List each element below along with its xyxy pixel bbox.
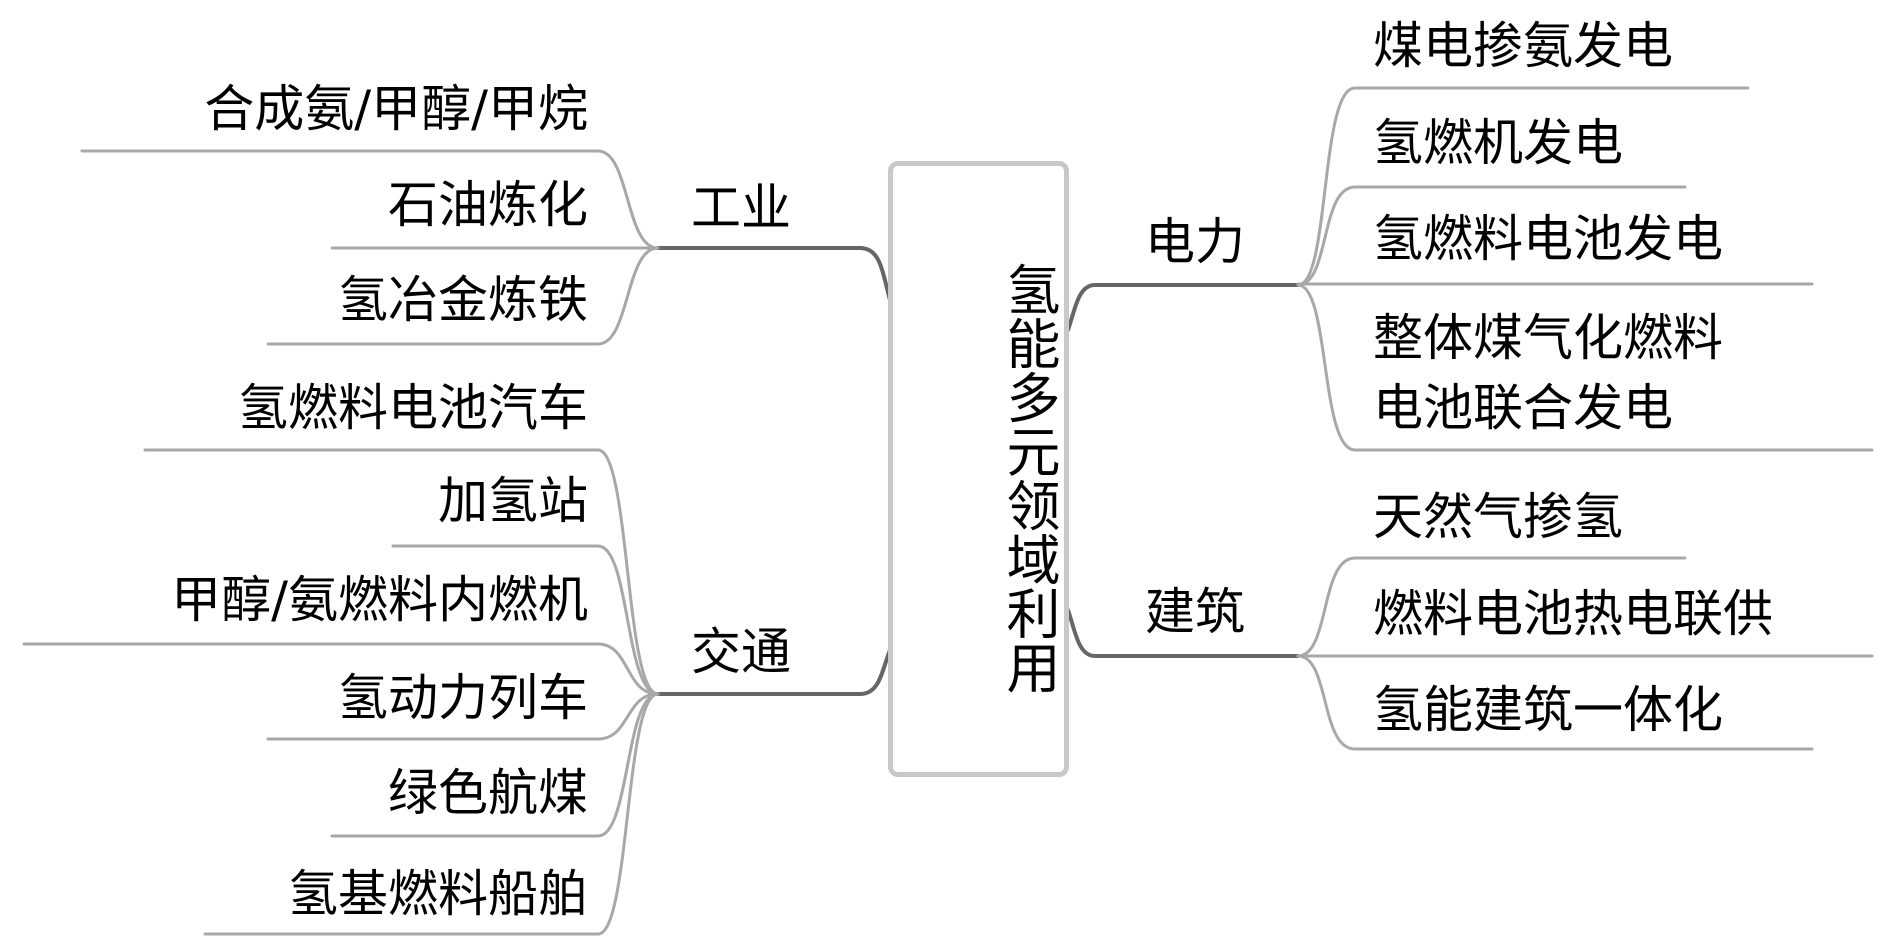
leaf-item: 石油炼化 [388, 176, 588, 234]
leaf-item: 绿色航煤 [388, 764, 588, 822]
leaf-item: 天然气掺氢 [1373, 488, 1623, 546]
branch-building-label: 建筑 [1145, 583, 1245, 641]
leaf-item: 甲醇/氨燃料内燃机 [171, 571, 588, 629]
leaf-item: 氢基燃料船舶 [288, 865, 588, 923]
leaf-item: 氢动力列车 [338, 669, 588, 727]
leaf-item: 电池联合发电 [1373, 379, 1673, 437]
leaf-item: 加氢站 [438, 472, 588, 530]
root-node: 氢能多元领域利用 [888, 161, 1069, 777]
leaf-item: 氢燃机发电 [1373, 114, 1623, 172]
connector-root-power [1066, 283, 1300, 332]
branch-industry-label: 工业 [691, 179, 791, 237]
leaf-item: 氢能建筑一体化 [1373, 681, 1723, 739]
branch-transport-label: 交通 [691, 623, 791, 681]
leaf-item: 整体煤气化燃料 [1373, 309, 1723, 367]
root-label: 氢能多元领域利用 [997, 262, 1060, 694]
leaf-item: 氢燃料电池汽车 [238, 379, 588, 437]
branch-power-label: 电力 [1145, 213, 1245, 271]
leaf-item: 煤电掺氨发电 [1373, 17, 1673, 75]
connector-root-transport [656, 648, 892, 696]
connector-root-industry [656, 246, 892, 302]
leaf-item: 合成氨/甲醇/甲烷 [204, 80, 588, 138]
leaf-item: 氢燃料电池发电 [1373, 210, 1723, 268]
connector-root-building [1066, 608, 1300, 658]
leaf-item: 燃料电池热电联供 [1373, 585, 1773, 643]
leaf-item: 氢冶金炼铁 [338, 271, 588, 329]
